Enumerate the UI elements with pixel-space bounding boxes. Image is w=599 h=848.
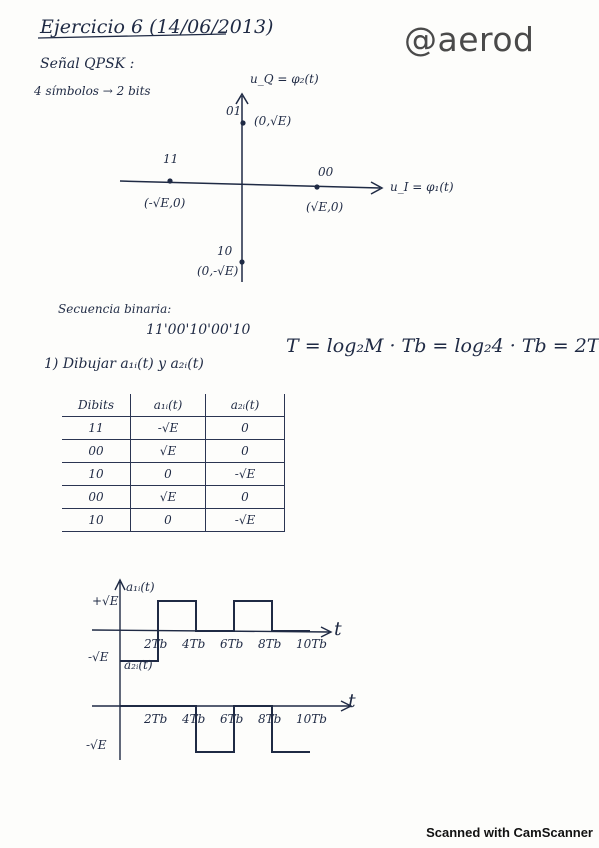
plot2-t-arrow xyxy=(340,700,353,712)
plot1-tick-label: 4Tb xyxy=(182,637,206,651)
plot1-y-arrow xyxy=(114,578,126,591)
q-axis-label: u_Q = φ₂(t) xyxy=(250,72,319,86)
table-cell: 0 xyxy=(205,485,285,509)
plot1-t-label: t xyxy=(334,618,342,640)
title-underline xyxy=(37,33,227,39)
table-row: 10 0 -√E xyxy=(62,462,285,486)
point-01-coord: (0,√E) xyxy=(254,114,292,128)
sequence-value: 11'00'10'00'10 xyxy=(146,322,251,338)
table-cell: 0 xyxy=(130,462,206,486)
table-cell: 00 xyxy=(62,439,131,463)
scanner-footer: Scanned with CamScanner xyxy=(426,825,593,840)
table-cell: 10 xyxy=(62,462,131,486)
plot2-t-label: t xyxy=(348,690,356,712)
point-01-bits: 01 xyxy=(226,104,242,118)
plot2-tick-label: 2Tb xyxy=(144,712,168,726)
table-cell: 0 xyxy=(205,439,285,463)
table-header-cell: Dibits xyxy=(62,394,131,417)
table-cell: 0 xyxy=(130,508,206,532)
i-axis-arrow xyxy=(370,181,384,195)
plot1-tick-label: 10Tb xyxy=(296,637,327,651)
signal-label: Señal QPSK : xyxy=(40,56,135,72)
point-10-bits: 10 xyxy=(217,244,233,258)
plot2-tick-label: 6Tb xyxy=(220,712,244,726)
point-10 xyxy=(239,259,245,265)
table-row: 11 -√E 0 xyxy=(62,416,285,440)
table-row: 00 √E 0 xyxy=(62,485,285,509)
table-row: 00 √E 0 xyxy=(62,439,285,463)
table-cell: 10 xyxy=(62,508,131,532)
table-cell: -√E xyxy=(205,508,285,532)
table-cell: 11 xyxy=(62,416,131,440)
plot1-tick-label: 2Tb xyxy=(144,637,168,651)
table-header-cell: a₁ᵢ(t) xyxy=(130,394,206,417)
plot1-label: a₁ᵢ(t) xyxy=(126,580,155,594)
i-axis-label: u_I = φ₁(t) xyxy=(390,180,454,194)
plot1-ypos-label: +√E xyxy=(92,594,119,608)
table-header-cell: a₂ᵢ(t) xyxy=(205,394,285,417)
table-header-row: Dibits a₁ᵢ(t) a₂ᵢ(t) xyxy=(62,394,285,417)
point-00 xyxy=(314,184,320,190)
table-cell: -√E xyxy=(130,416,206,440)
i-axis xyxy=(119,180,381,189)
point-00-coord: (√E,0) xyxy=(306,200,344,214)
plot1-tick-label: 8Tb xyxy=(258,637,282,651)
table-cell: √E xyxy=(130,485,206,509)
period-formula: T = log₂M · Tb = log₂4 · Tb = 2Tb xyxy=(286,335,599,357)
point-10-coord: (0,-√E) xyxy=(197,264,239,278)
plot2-yneg-label: -√E xyxy=(86,738,107,752)
sequence-label: Secuencia binaria: xyxy=(58,302,172,316)
question-text: 1) Dibujar a₁ᵢ(t) y a₂ᵢ(t) xyxy=(44,356,204,372)
table-cell: -√E xyxy=(205,462,285,486)
plot2-tick-label: 8Tb xyxy=(258,712,282,726)
watermark-text: @aerod xyxy=(404,20,535,59)
plot2-waveform xyxy=(120,705,310,753)
point-00-bits: 00 xyxy=(318,165,334,179)
table-row: 10 0 -√E xyxy=(62,508,285,532)
symbols-note: 4 símbolos → 2 bits xyxy=(34,84,151,98)
plot2-tick-label: 4Tb xyxy=(182,712,206,726)
table-cell: √E xyxy=(130,439,206,463)
plot1-yneg-label: -√E xyxy=(88,650,109,664)
exercise-title: Ejercicio 6 (14/06/2013) xyxy=(40,16,274,38)
table-cell: 00 xyxy=(62,485,131,509)
q-axis-arrow xyxy=(235,92,249,105)
point-11-coord: (-√E,0) xyxy=(144,196,186,210)
plot2-label: a₂ᵢ(t) xyxy=(124,658,153,672)
table-cell: 0 xyxy=(205,416,285,440)
plot1-t-arrow xyxy=(320,626,333,638)
plot2-tick-label: 10Tb xyxy=(296,712,327,726)
plot1-waveform xyxy=(120,600,310,662)
plot1-tick-label: 6Tb xyxy=(220,637,244,651)
point-01 xyxy=(240,120,246,126)
point-11-bits: 11 xyxy=(163,152,179,166)
point-11 xyxy=(167,178,173,184)
dibits-table: Dibits a₁ᵢ(t) a₂ᵢ(t) 11 -√E 0 00 √E 0 10… xyxy=(62,394,285,532)
